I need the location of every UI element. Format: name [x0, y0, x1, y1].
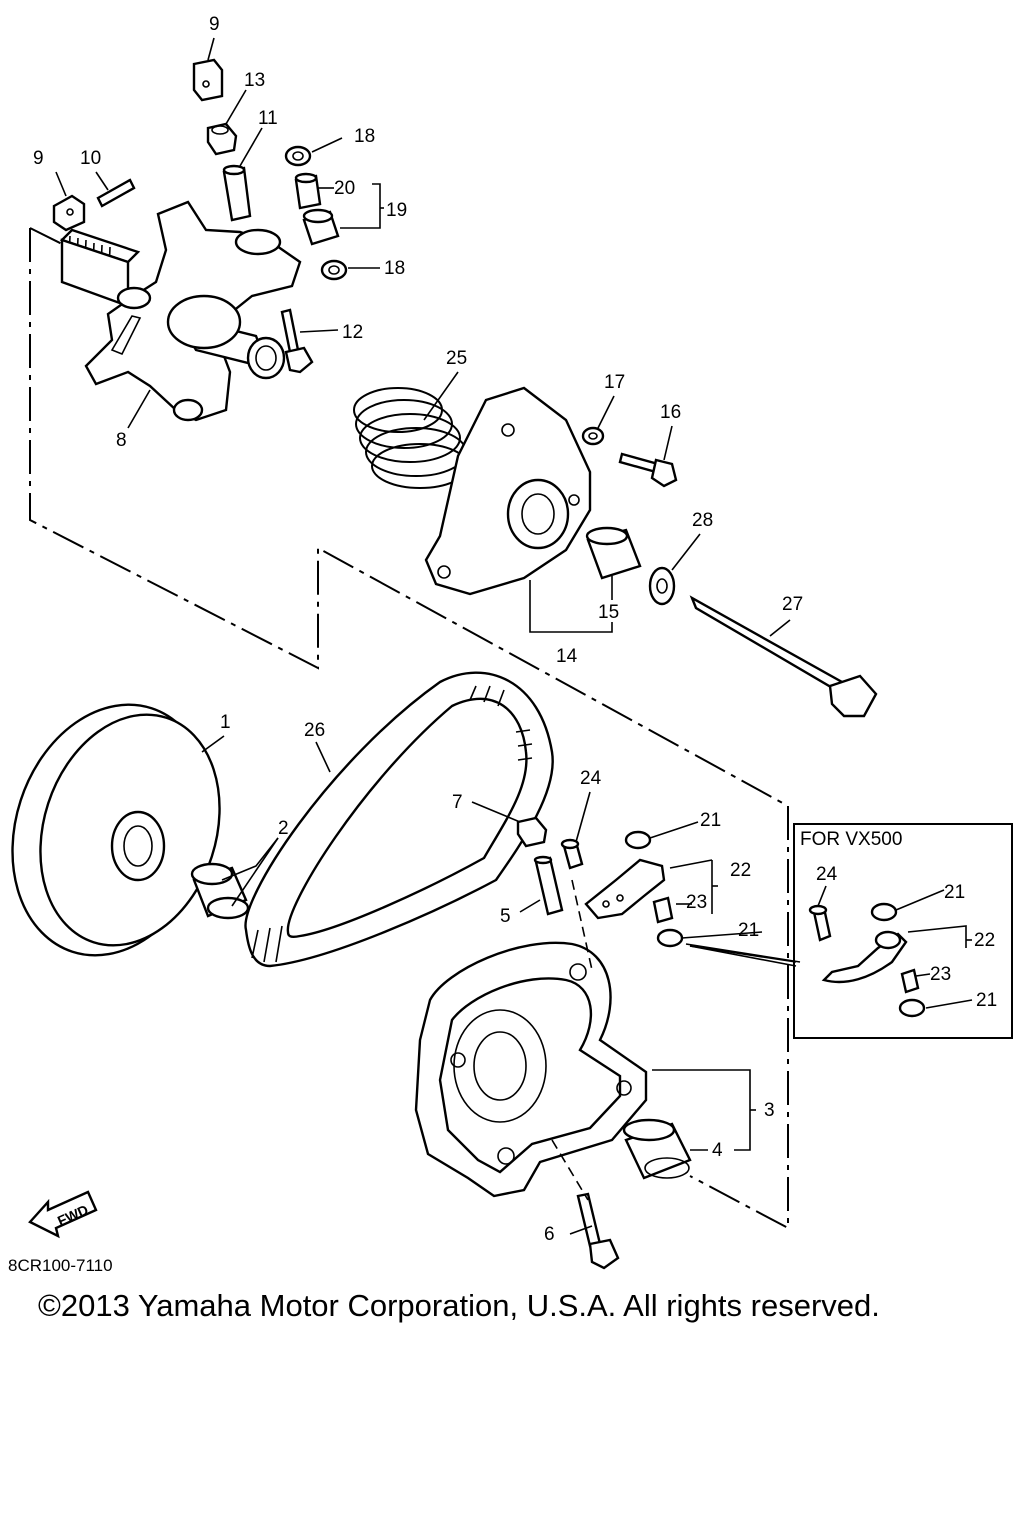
callout-10: 10: [80, 148, 101, 169]
callout-9-top: 9: [209, 14, 220, 35]
callout-11: 11: [258, 108, 278, 129]
washer-part-18-top: [284, 145, 312, 167]
spring-part-25: [353, 387, 469, 489]
inset-callout-24: 24: [816, 864, 838, 885]
inset-for-vx500: [793, 823, 1013, 1039]
inset-callout-22: 22: [974, 930, 995, 951]
assembly-reference-lines: [29, 227, 789, 1230]
inset-callout-23: 23: [930, 964, 951, 985]
spider-assembly-part-8: [59, 200, 302, 422]
drive-belt-part-26: [244, 671, 554, 968]
callout-8: 8: [116, 430, 127, 451]
roller-part-19: [302, 208, 340, 246]
callout-17: 17: [604, 372, 625, 393]
bolt-part-16: [618, 452, 678, 488]
callout-25: 25: [446, 348, 467, 369]
callout-15: 15: [598, 602, 619, 623]
callout-14: 14: [556, 646, 578, 667]
inset-callout-21-top: 21: [944, 882, 965, 903]
callout-13: 13: [244, 70, 265, 91]
callout-18-bottom: 18: [384, 258, 405, 279]
callout-16: 16: [660, 402, 681, 423]
inset-title: FOR VX500: [800, 829, 902, 850]
callout-23: 23: [686, 892, 707, 913]
callout-6: 6: [544, 1224, 555, 1245]
washer-part-21-bottom: [656, 928, 684, 948]
bushing-part-20: [294, 172, 322, 210]
nut-retainer-part-9-top: [192, 58, 224, 102]
moveable-sheave-assembly-part-3: [414, 941, 648, 1198]
callout-3: 3: [764, 1100, 775, 1121]
bushing-part-23: [652, 896, 674, 924]
callout-28: 28: [692, 510, 713, 531]
weight-part-22: [584, 858, 666, 920]
fixed-sheave-part-1: [11, 703, 221, 957]
callout-12: 12: [342, 322, 363, 343]
nut-part-7: [516, 816, 548, 848]
bushing-part-15: [585, 526, 642, 580]
leader-lines: [55, 37, 973, 1235]
dowel-pin-part-5: [533, 855, 564, 916]
callout-26: 26: [304, 720, 325, 741]
callout-5: 5: [500, 906, 511, 927]
callout-7: 7: [452, 792, 463, 813]
bolt-part-12: [280, 308, 314, 374]
washer-part-21-top: [624, 830, 652, 850]
washer-part-17: [581, 426, 605, 446]
callout-19: 19: [386, 200, 407, 221]
callout-20: 20: [334, 178, 355, 199]
pin-part-10: [96, 178, 136, 208]
callout-22: 22: [730, 860, 751, 881]
washer-part-28: [648, 566, 676, 606]
bushing-part-4: [622, 1118, 692, 1180]
callout-labels: 9 13 11 18 9 10 20 19 18 12 8 25 17 16 2…: [33, 14, 997, 1245]
copyright-notice: ©2013 Yamaha Motor Corporation, U.S.A. A…: [38, 1288, 880, 1323]
inset-dashed-connectors: [551, 879, 797, 1201]
callout-2: 2: [278, 818, 289, 839]
callout-9-left: 9: [33, 148, 44, 169]
inset-callout-21-bottom: 21: [976, 990, 997, 1011]
washer-part-18-bottom: [320, 259, 348, 281]
callout-21-bottom: 21: [738, 920, 759, 941]
callout-27: 27: [782, 594, 803, 615]
nut-part-13: [206, 122, 238, 156]
fwd-arrow-icon: FWD: [28, 1190, 98, 1239]
dowel-pin-part-11: [222, 164, 252, 222]
callout-1: 1: [220, 712, 231, 733]
long-bolt-part-27: [689, 595, 878, 718]
cap-assembly-part-14: [424, 386, 592, 596]
collar-part-24: [560, 838, 584, 870]
callout-24: 24: [580, 768, 602, 789]
diagram-code: 8CR100-7110: [8, 1256, 113, 1275]
bolt-part-6: [576, 1192, 620, 1270]
callout-4: 4: [712, 1140, 723, 1161]
callout-21-top: 21: [700, 810, 721, 831]
callout-18-top: 18: [354, 126, 375, 147]
nut-retainer-part-9-left: [52, 194, 86, 232]
